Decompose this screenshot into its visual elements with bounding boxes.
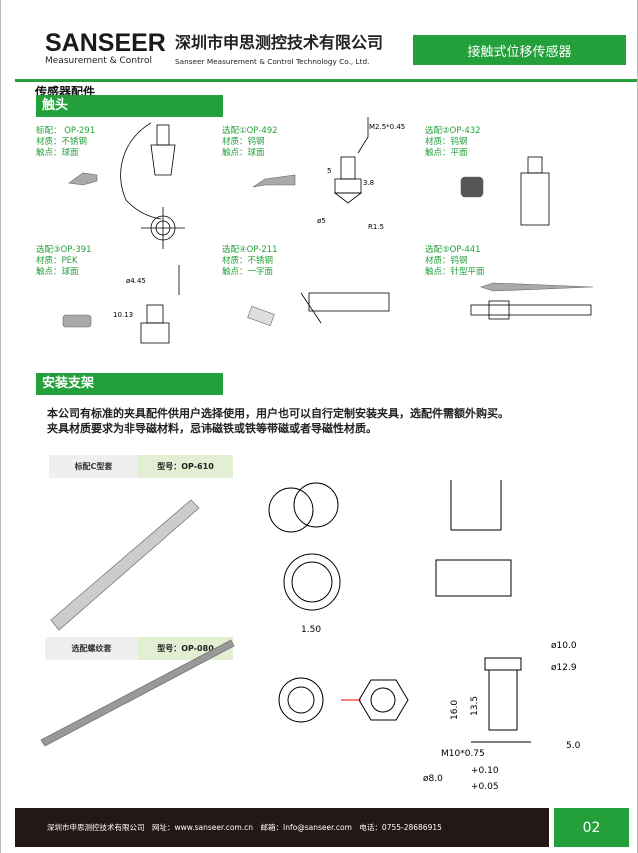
tip-contact: 触点：球面 (36, 267, 79, 277)
page-number: 02 (554, 808, 629, 847)
tip-photo-op492 (252, 174, 296, 188)
tip-contact: 触点：球面 (36, 148, 79, 158)
tip-photo-op441 (480, 282, 594, 292)
company-logo: SANSEER Measurement & Control (45, 30, 167, 67)
tip-material: 材质：不锈钢 (222, 256, 274, 266)
tip-photo-op432 (460, 176, 484, 198)
tip-photo-op211 (247, 305, 275, 327)
tip-drawings: ø5 3.8 R1.5 5 M2.5*0.45 ø4.45 10.13 (62, 117, 594, 344)
dim-label: M2.5*0.45 (369, 123, 405, 131)
dim-label: 16.0 (450, 700, 460, 720)
dim-label: M10*0.75 (441, 749, 485, 759)
dim-label: ø8.0 (423, 774, 443, 784)
tip-model: 选配⑤OP-441 (425, 245, 481, 255)
tip-technical-drawings (120, 117, 592, 344)
tip-photo-op291 (68, 172, 98, 186)
logo-tagline: Measurement & Control (45, 56, 153, 66)
dim-label: 1.50 (301, 625, 321, 635)
tip-contact: 触点：一字面 (222, 267, 274, 277)
dim-label: ø12.9 (551, 663, 577, 673)
dim-label: R1.5 (368, 223, 384, 231)
company-name-en: Sanseer Measurement & Control Technology… (175, 57, 370, 66)
dim-label: 5 (327, 167, 331, 175)
dim-label: +0.05 (471, 782, 499, 792)
bracket-model: 型号：OP-610 (138, 455, 233, 478)
tip-model: 选配③OP-391 (36, 245, 92, 255)
tip-model: 标配： OP-291 (36, 126, 96, 136)
tip-contact: 触点：球面 (222, 148, 265, 158)
company-name-cn: 深圳市申思测控技术有限公司 (175, 33, 384, 52)
tip-contact: 触点：针型平面 (425, 267, 485, 277)
dim-label: ø10.0 (551, 641, 577, 651)
brackets-heading: 安装支架 (36, 373, 223, 395)
tip-material: 材质：PEK (36, 256, 78, 266)
bracket-label: 选配螺纹套 (45, 637, 138, 660)
description-line: 本公司有标准的夹具配件供用户选择使用，用户也可以自行定制安装夹具，选配件需额外购… (47, 407, 509, 420)
bracket-label: 标配C型套 (49, 455, 138, 478)
dim-label: 3.8 (363, 179, 374, 187)
tip-material: 材质：不锈钢 (36, 137, 88, 147)
brackets-description: 本公司有标准的夹具配件供用户选择使用，用户也可以自行定制安装夹具，选配件需额外购… (47, 406, 509, 436)
dim-label: 10.13 (113, 311, 133, 319)
tip-model: 选配②OP-432 (425, 126, 481, 136)
tip-material: 材质：钨钢 (425, 137, 468, 147)
dim-label: ø5 (317, 217, 326, 225)
bracket-photo-op610 (50, 499, 200, 631)
tip-model: 选配①OP-492 (222, 126, 278, 136)
bracket-technical-drawings (268, 480, 531, 743)
product-banner: 接触式位移传感器 (413, 35, 626, 65)
footer-contact: 深圳市申思测控技术有限公司 网址：www.sanseer.com.cn 邮箱：I… (15, 808, 549, 847)
dim-label: ø4.45 (126, 277, 146, 285)
logo-wordmark: SANSEER (45, 29, 166, 57)
dim-label: +0.10 (471, 766, 499, 776)
tip-material: 材质：钨钢 (425, 256, 468, 266)
dim-label: 5.0 (566, 741, 581, 751)
tip-photo-op391 (62, 314, 92, 328)
bracket-drawings: 1.50 ø10.0 ø12.9 16.0 13.5 5.0 M10*0.75 … (40, 480, 581, 792)
tip-material: 材质：钨钢 (222, 137, 265, 147)
tips-heading: 触头 (36, 95, 223, 117)
description-line: 夹具材质要求为非导磁材料，忌讳磁铁或铁等带磁或者导磁性材质。 (47, 422, 377, 435)
header-divider (15, 79, 637, 82)
tip-model: 选配④OP-211 (222, 245, 278, 255)
tip-contact: 触点：平面 (425, 148, 468, 158)
dim-label: 13.5 (470, 696, 480, 716)
bracket-photo-op080 (40, 639, 235, 747)
